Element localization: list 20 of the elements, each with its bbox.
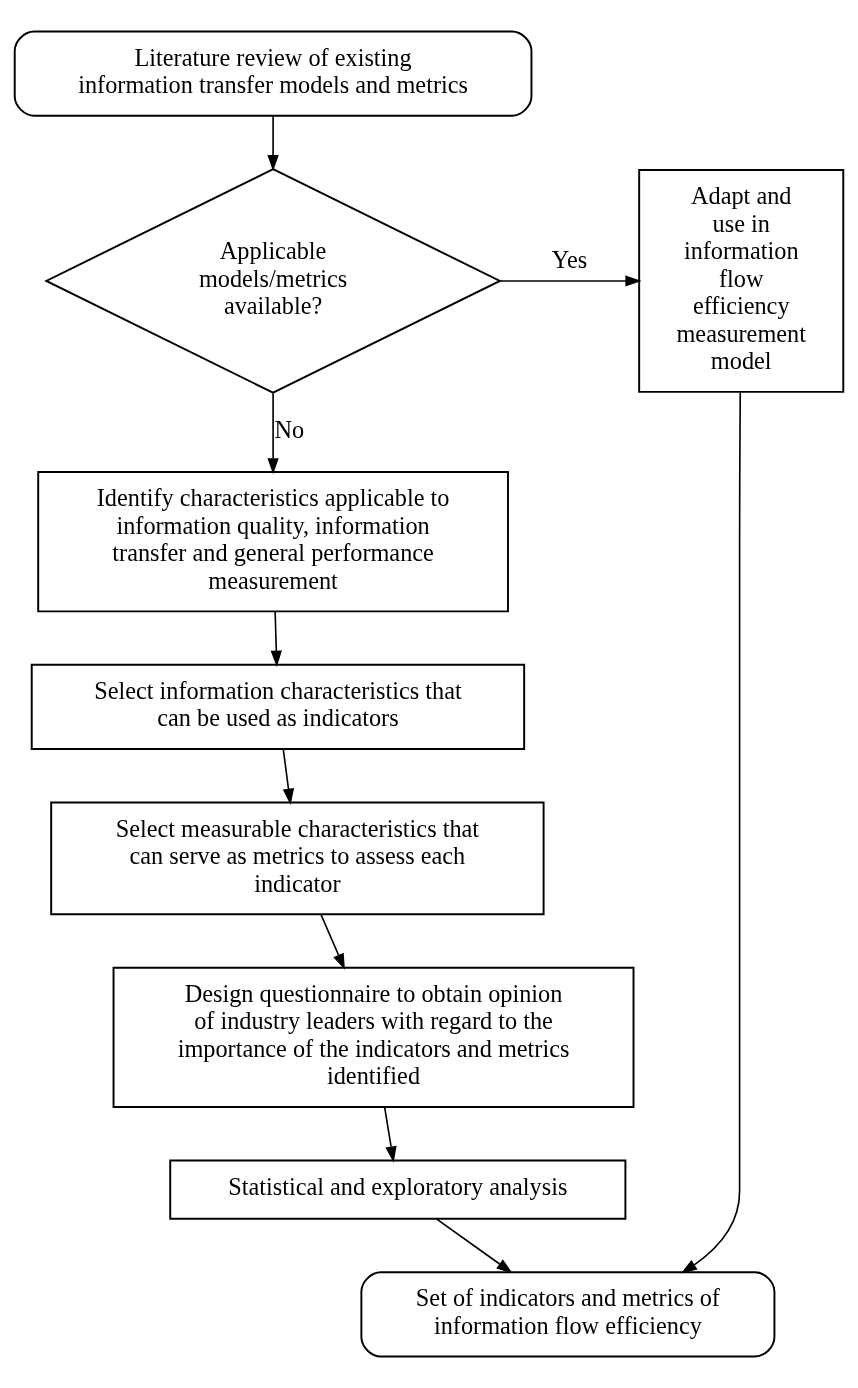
arrow [267, 115, 279, 172]
arrow [499, 275, 642, 287]
node-box: Design questionnaire to obtain opinion of industry leaders with regard to the importance of the indicators and metrics identified [112, 966, 635, 1109]
node-box: Set of indicators and metrics of information flow efficiency [360, 1271, 776, 1358]
node-box: Adapt and use in information flow efficiency measurement model [638, 169, 845, 393]
node-box: Select information characteristics that can be used as indicators [30, 663, 526, 751]
arrow [270, 610, 282, 667]
arrow [383, 1106, 397, 1163]
arrow [282, 748, 295, 805]
node-box: Select measurable characteristics that can serve as metrics to assess each indicator [50, 801, 545, 916]
arrow [435, 1218, 513, 1274]
edge-label: No [274, 416, 305, 444]
arrow [320, 913, 345, 970]
node-box: Literature review of existing information transfer models and metrics [13, 30, 533, 117]
node-box: Identify characteristics applicable to information quality, information transfer and general performance measurement [37, 471, 509, 613]
node-box: Statistical and exploratory analysis [169, 1159, 627, 1220]
edge-label: Yes [551, 245, 588, 273]
arrow [680, 391, 742, 1274]
arrow [267, 392, 279, 475]
node-diamond: Applicable models/metrics available? [44, 168, 503, 394]
